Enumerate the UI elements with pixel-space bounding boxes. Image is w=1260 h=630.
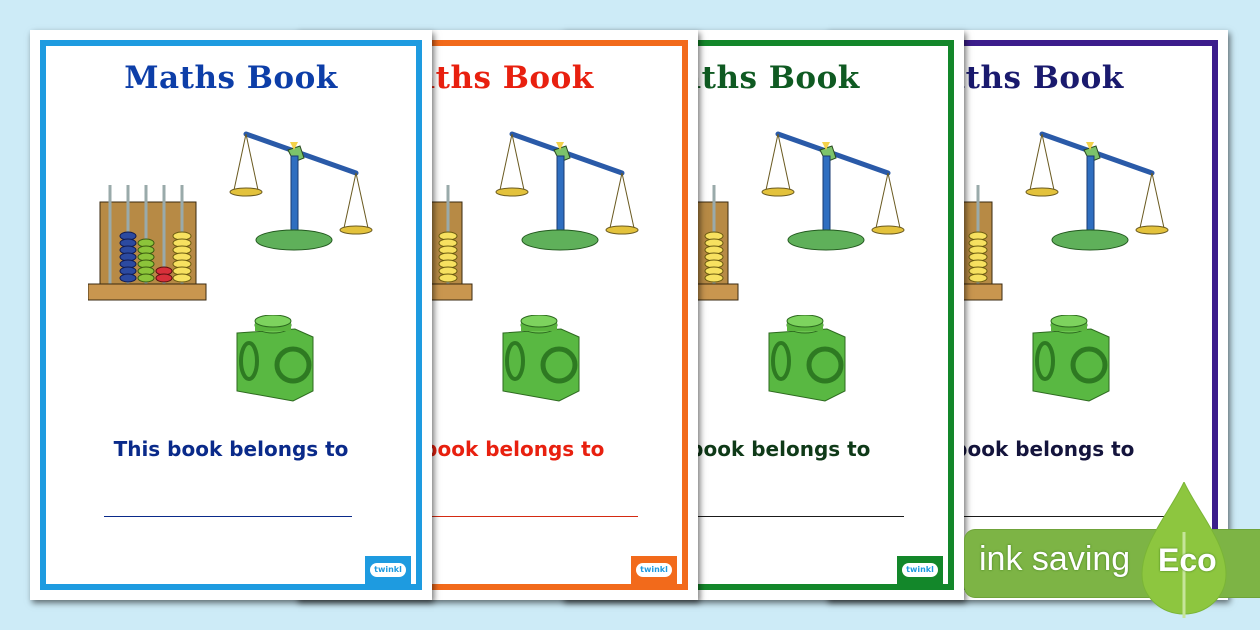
book-cover-blue: Maths Book This book belongs to twinkl [30,30,432,600]
twinkl-logo: twinkl [365,556,411,584]
linking-cube-icon [502,315,580,402]
balance-scale-icon [495,131,639,251]
abacus-icon [88,185,207,301]
balance-scale-icon [229,131,373,251]
linking-cube-icon [768,315,846,402]
cover-border [40,40,422,590]
twinkl-logo: twinkl [631,556,677,584]
ink-saving-label: ink saving [979,540,1131,578]
owner-name-line [656,516,904,517]
leaf-icon [1141,482,1227,618]
balance-scale-icon [1025,131,1169,251]
belongs-to-label: This book belongs to [113,437,349,461]
owner-name-line [390,516,638,517]
owner-name-line [920,516,1168,517]
linking-cube-icon [236,315,314,402]
cover-title: Maths Book [124,60,338,96]
linking-cube-icon [1032,315,1110,402]
eco-label: Eco [1158,542,1217,578]
owner-name-line [104,516,352,517]
twinkl-logo: twinkl [897,556,943,584]
balance-scale-icon [761,131,905,251]
